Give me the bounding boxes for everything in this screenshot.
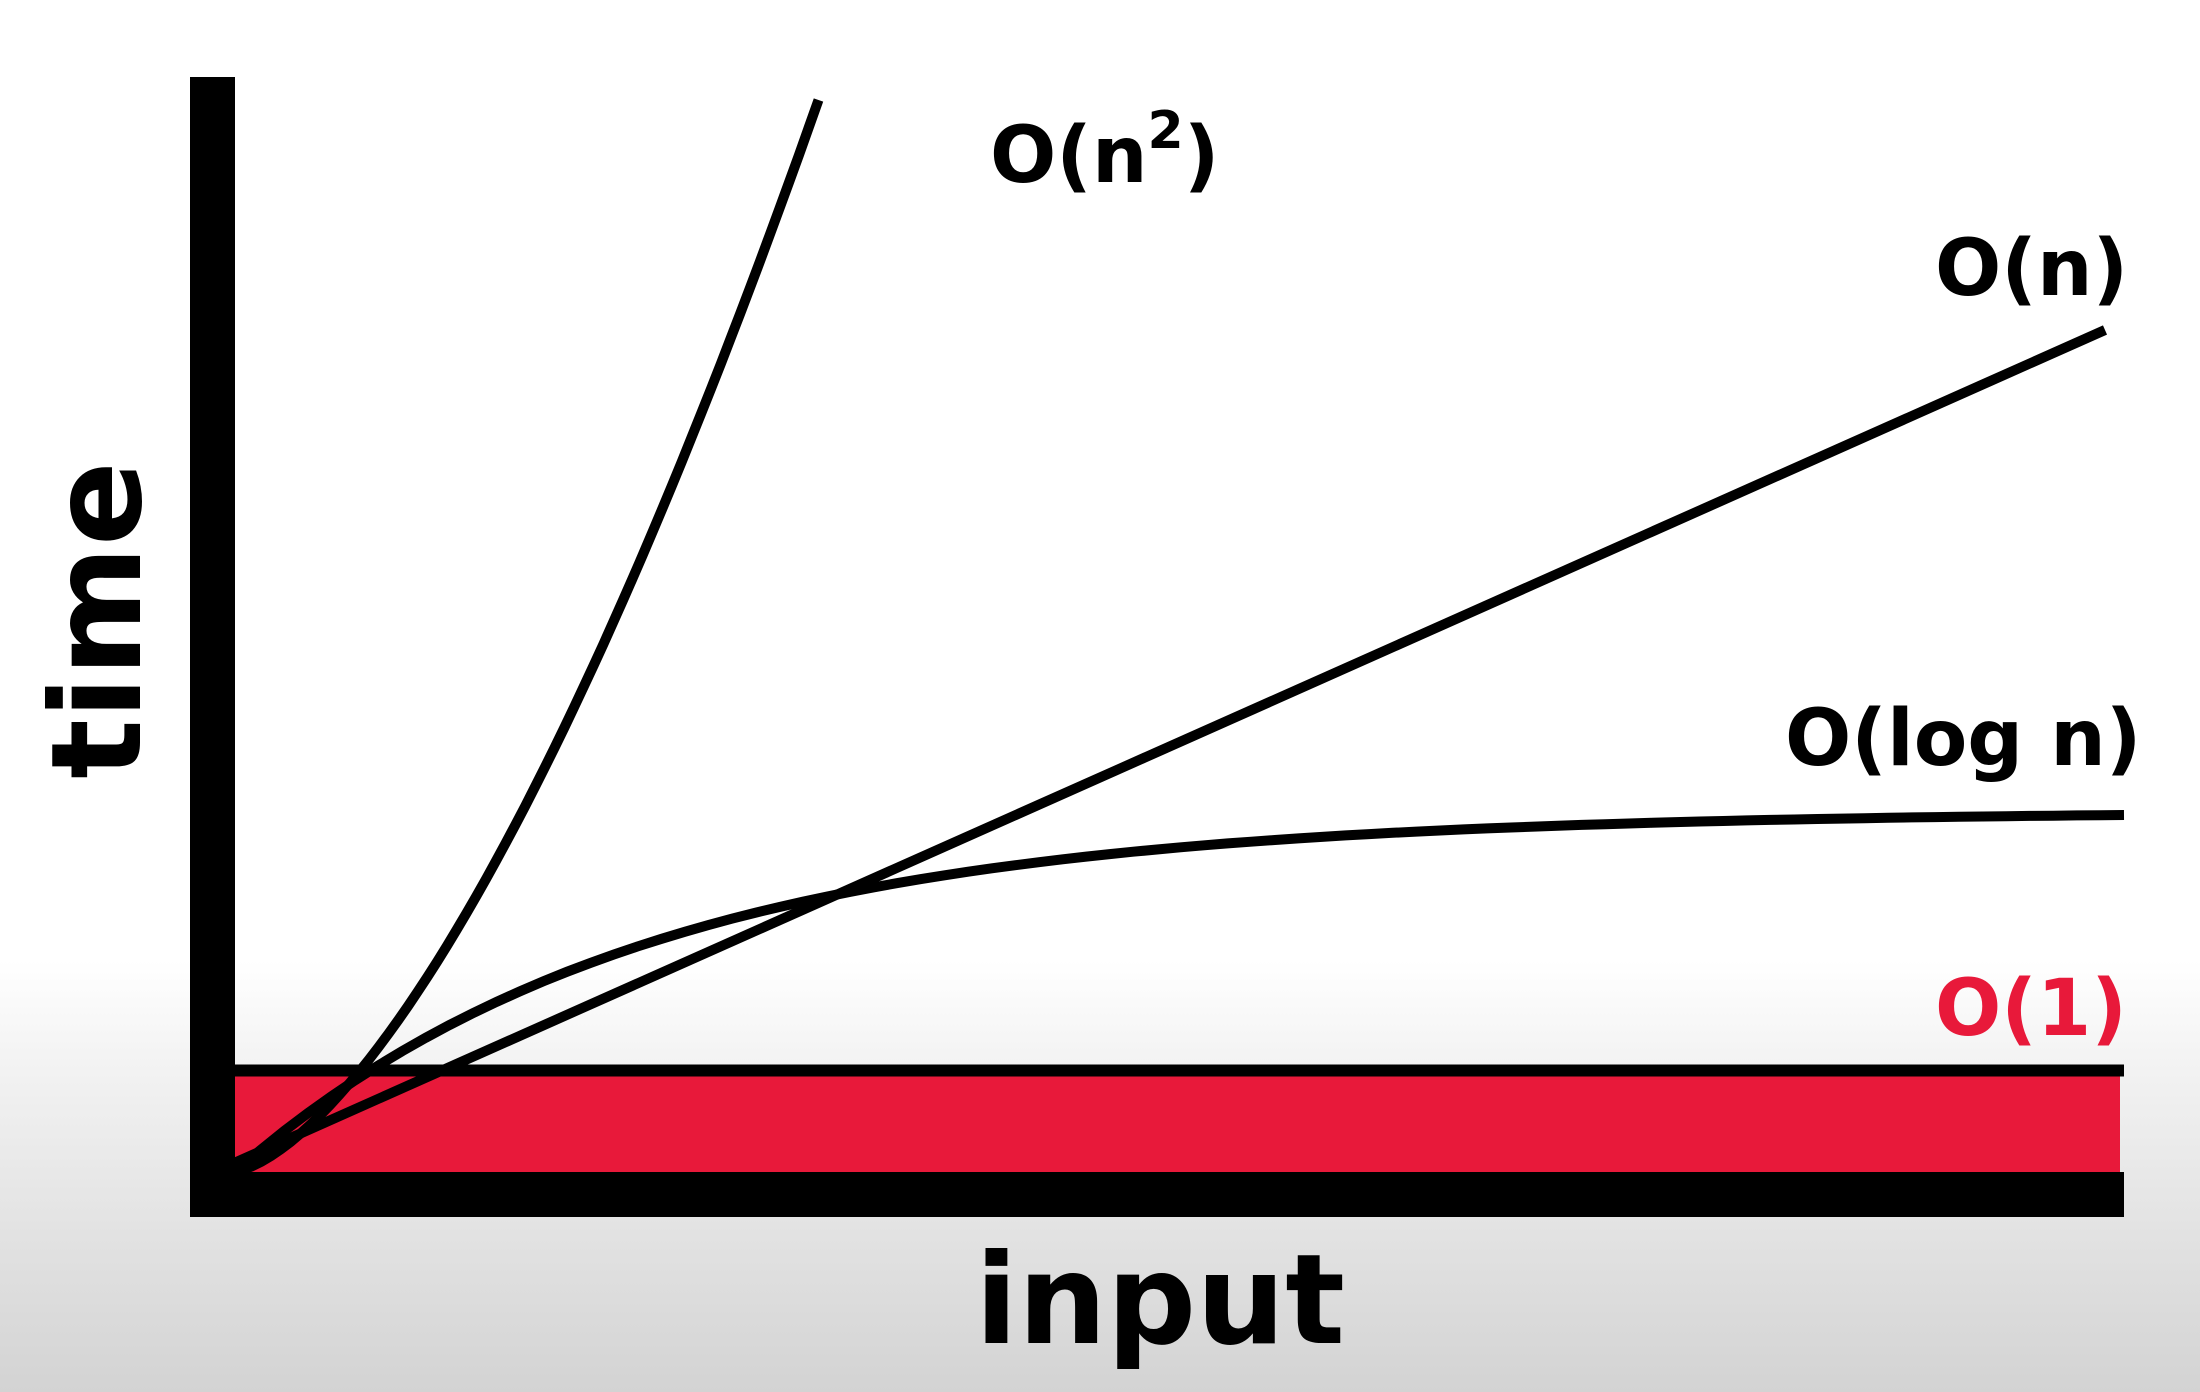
series-line-quadratic — [231, 98, 824, 1177]
y-axis-title: time — [25, 461, 170, 779]
x-axis-line — [190, 1172, 2124, 1217]
series-label-logarithmic: O(log n) — [1785, 694, 2141, 784]
constant-band-fill — [232, 1075, 2120, 1172]
series-label-constant: O(1) — [1935, 964, 2127, 1054]
series-label-linear: O(n) — [1935, 224, 2128, 314]
series-line-logarithmic — [233, 810, 2125, 1174]
y-axis-line — [190, 77, 235, 1217]
series-line-linear — [229, 325, 2108, 1169]
series-label-quadratic: O(n2) — [990, 101, 1219, 201]
x-axis-title: input — [975, 1228, 1345, 1373]
